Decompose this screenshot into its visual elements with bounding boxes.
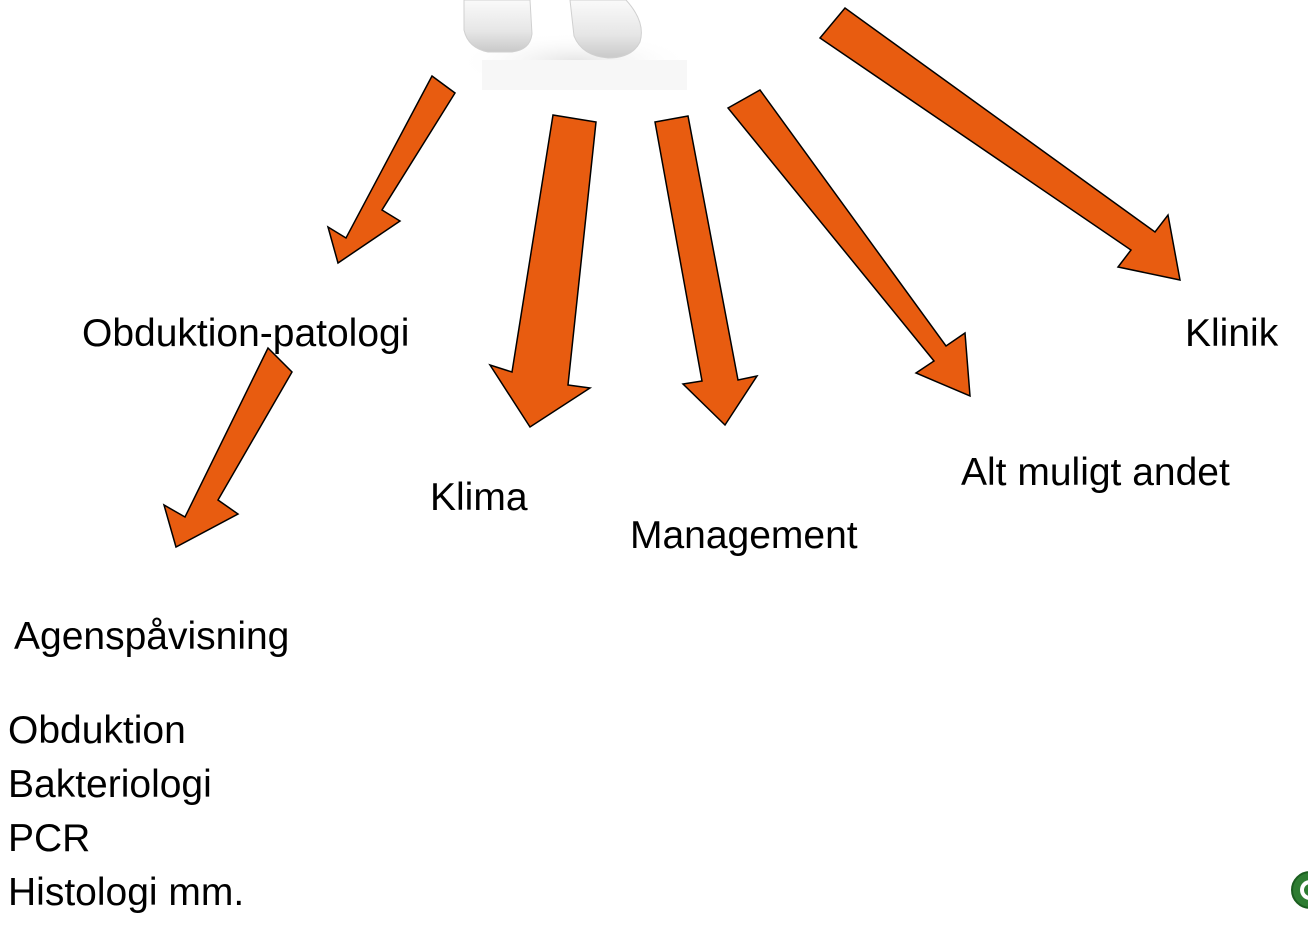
arrow-to-agenspavisning <box>162 346 293 549</box>
arrow-layer <box>162 6 1181 549</box>
method-item: Obduktion <box>8 709 186 752</box>
method-item: PCR <box>8 817 91 860</box>
university-seal-icon <box>1291 871 1308 909</box>
label-agenspavisning: Agenspåvisning <box>14 615 290 658</box>
arrow-to-obduktion-patologi <box>326 74 457 265</box>
label-obduktion-patologi: Obduktion-patologi <box>82 312 410 355</box>
label-alt-muligt-andet: Alt muligt andet <box>961 451 1230 494</box>
arrow-to-management <box>654 115 759 427</box>
method-item: Histologi mm. <box>8 871 245 914</box>
label-management: Management <box>630 514 858 557</box>
person-figure-icon <box>457 0 693 92</box>
arrow-to-klinik <box>818 6 1181 281</box>
label-klima: Klima <box>430 476 528 519</box>
arrow-to-alt-muligt-andet <box>726 89 971 398</box>
methods-list: Obduktion Bakteriologi PCR Histologi mm. <box>8 704 244 920</box>
label-klinik: Klinik <box>1185 312 1279 355</box>
method-item: Bakteriologi <box>8 763 212 806</box>
arrow-to-klima <box>488 114 597 429</box>
